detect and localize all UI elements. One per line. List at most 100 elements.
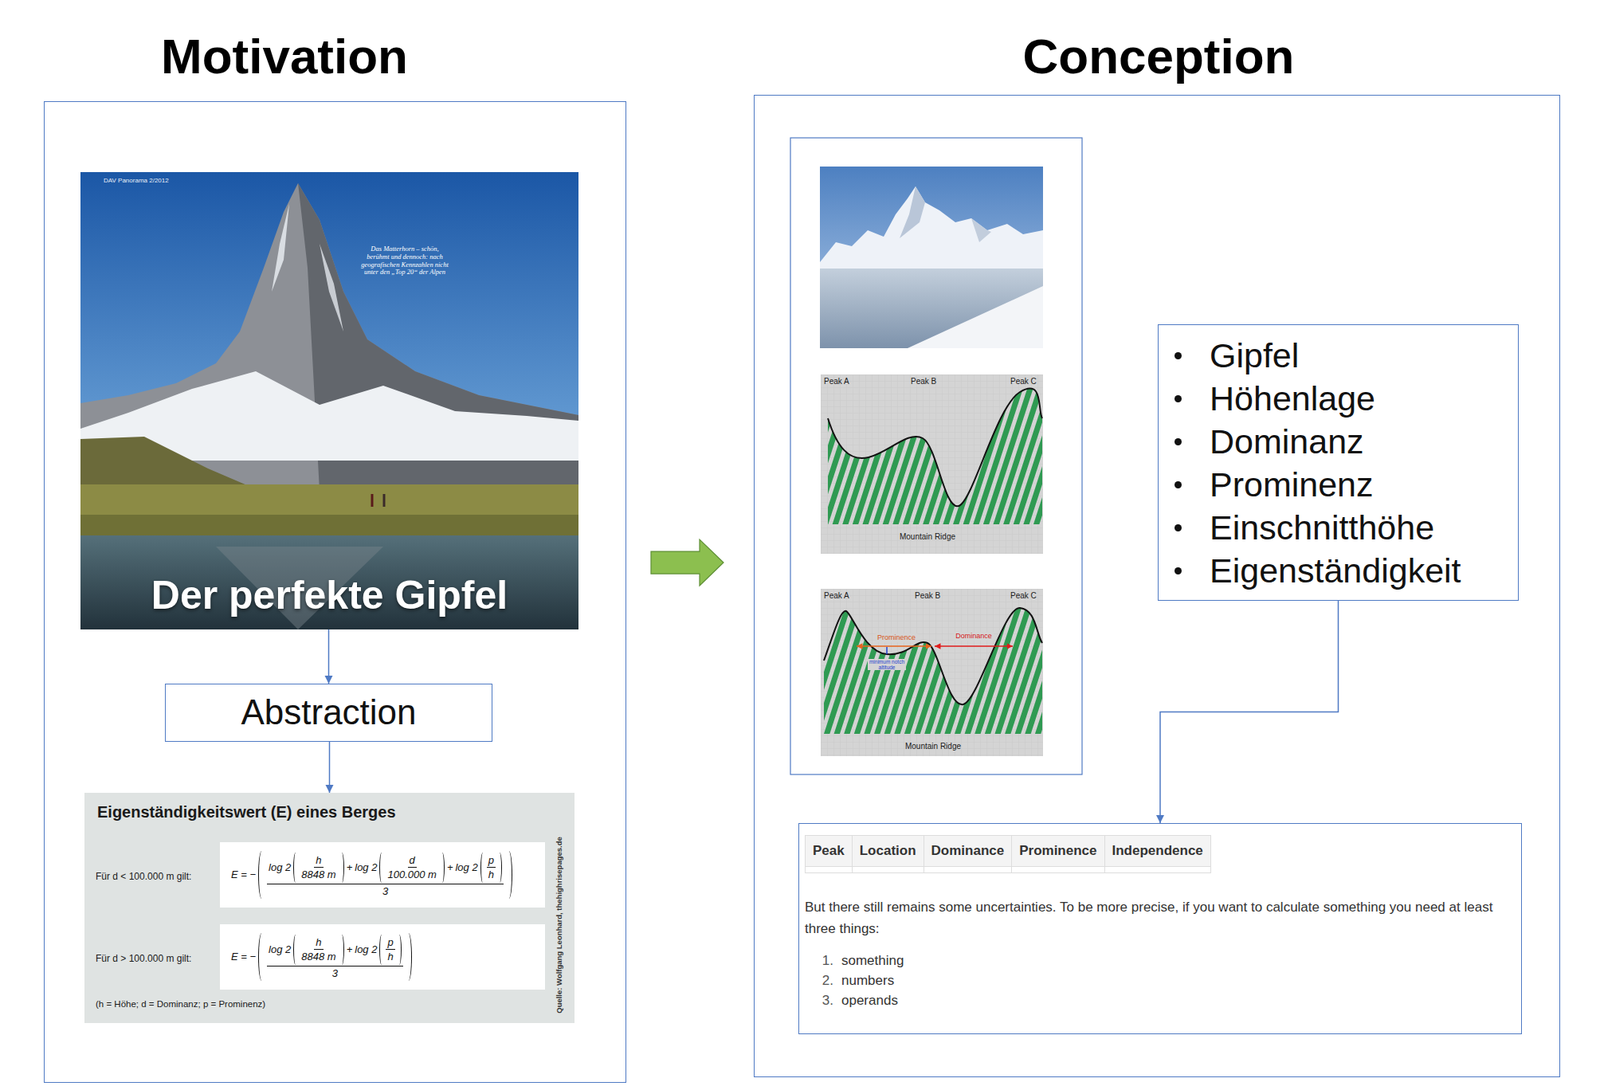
formula-row: E = −log 2h8848 m+log 2ph3 xyxy=(231,933,412,982)
bullet-text: Einschnitthöhe xyxy=(1209,508,1435,547)
bullet-item: Einschnitthöhe xyxy=(1158,505,1518,550)
formula-term: + xyxy=(346,943,353,957)
panel-heading: Motivation xyxy=(160,27,408,87)
denominator: 8848 m xyxy=(299,949,338,964)
matterhorn-photo xyxy=(80,172,579,630)
left-parenthesis xyxy=(293,934,299,965)
left-parenthesis xyxy=(258,850,266,900)
bullet-dot xyxy=(1174,395,1182,403)
formula-term: log 2 xyxy=(268,943,291,957)
parenthesis-group: log 2h8848 m+log 2d100.000 m+log 2ph3 xyxy=(258,850,513,900)
table-column: Dominance xyxy=(923,835,1012,874)
fraction: d100.000 m xyxy=(385,854,438,882)
formula-term: 100.000 m xyxy=(387,868,436,882)
formula-term: log 2 xyxy=(454,861,478,875)
fraction: h8848 m xyxy=(299,936,338,964)
bullet-item: Höhenlage xyxy=(1158,376,1518,420)
grid xyxy=(820,588,1044,757)
condition-label: Für d > 100.000 m gilt: xyxy=(95,952,192,965)
prominence-label: Prominence xyxy=(875,633,918,643)
bullet-item: Dominanz xyxy=(1158,419,1518,463)
meadow xyxy=(80,484,579,536)
ridge-sketch: Peak APeak BPeak CMountain Ridge xyxy=(820,374,1044,554)
fraction-bar: h xyxy=(313,936,323,951)
left-parenthesis xyxy=(379,852,385,883)
grid xyxy=(820,374,1044,554)
bullet-item: Gipfel xyxy=(1158,333,1518,377)
table-empty-cell xyxy=(923,866,1013,874)
table-empty-cell xyxy=(851,866,925,874)
hiker xyxy=(383,494,386,507)
bullet-text: Prominenz xyxy=(1209,465,1374,504)
notch-marker xyxy=(886,647,888,655)
formula-term: log 2 xyxy=(268,861,291,875)
denominator: h xyxy=(486,867,496,882)
fraction-bar: p xyxy=(385,936,395,951)
peak-label: Peak A xyxy=(823,376,850,387)
formula-term: p xyxy=(488,854,495,867)
ridge-sketch-annotated xyxy=(820,588,1044,757)
parenthesis-group: h8848 m xyxy=(293,934,344,965)
left-parenthesis xyxy=(258,933,266,982)
parenthesis-group: ph xyxy=(480,852,502,883)
term-list: GipfelHöhenlageDominanzProminenzEinschni… xyxy=(1157,324,1519,601)
prominence-arrow xyxy=(856,645,932,648)
connector-line xyxy=(328,629,330,684)
parenthesis-content: ph xyxy=(486,852,497,883)
peak-label: Peak A xyxy=(823,591,850,601)
formula-term: 8848 m xyxy=(301,868,336,882)
bullet-dot xyxy=(1174,567,1182,575)
note-paragraph: But there still remains some uncertainti… xyxy=(804,897,1516,940)
peak-label: Peak C xyxy=(1010,376,1037,387)
right-parenthesis xyxy=(505,850,513,900)
image-frame xyxy=(790,137,1083,775)
list-number: 2. xyxy=(817,970,834,991)
ridge-sketch-annotated: Peak APeak BPeak CProminenceDominancemin… xyxy=(820,588,1044,757)
formula-term: + xyxy=(447,861,454,875)
table-column: Independence xyxy=(1104,835,1211,874)
ordered-list: 1.something2.numbers3.operands xyxy=(804,950,1516,1011)
motivation-panel: MotivationDAV Panorama 2/2012Das Matterh… xyxy=(43,101,627,1083)
conception-panel: ConceptionPeak APeak BPeak CMountain Rid… xyxy=(753,94,1561,1078)
formula-term: h xyxy=(387,950,393,964)
condition-label: Für d < 100.000 m gilt: xyxy=(95,870,192,883)
formula-box: E = −log 2h8848 m+log 2d100.000 m+log 2p… xyxy=(219,842,546,908)
formula-term: h xyxy=(315,854,322,867)
notch-label: minimum notch altitude xyxy=(867,658,906,671)
list-item: 3.operands xyxy=(804,990,1516,1011)
symbol-legend: (h = Höhe; d = Dominanz; p = Prominenz) xyxy=(95,999,266,1011)
connector-line xyxy=(1160,600,1339,824)
left-parenthesis xyxy=(293,852,299,883)
hatching xyxy=(827,388,1043,525)
snow-slope xyxy=(907,286,1044,349)
fraction-bar: p xyxy=(486,854,496,869)
paper xyxy=(820,588,1044,757)
fraction-bar: h xyxy=(313,854,323,869)
denominator: 100.000 m xyxy=(385,867,438,882)
denominator: 3 xyxy=(380,884,390,899)
magazine-cover: DAV Panorama 2/2012Das Matterhorn – schö… xyxy=(80,172,579,630)
result-box: PeakLocationDominanceProminenceIndepende… xyxy=(798,823,1522,1035)
snow-photo xyxy=(819,166,1044,349)
table-column: Location xyxy=(851,835,924,874)
bullet-text: Gipfel xyxy=(1209,336,1299,375)
formula-row: log 2h8848 m+log 2d100.000 m+log 2ph xyxy=(268,852,502,883)
table-header-cell: Prominence xyxy=(1011,835,1105,867)
ridge-sketch xyxy=(820,374,1044,554)
data-table: PeakLocationDominanceProminenceIndepende… xyxy=(804,835,1516,874)
block-arrow xyxy=(650,539,724,586)
table-column: Prominence xyxy=(1011,835,1104,874)
list-text: something xyxy=(841,950,904,971)
formula-term: log 2 xyxy=(354,943,377,957)
denominator: 8848 m xyxy=(299,867,338,882)
right-parenthesis xyxy=(404,933,412,982)
formula-term: d xyxy=(409,854,416,867)
ridge-line xyxy=(823,607,1043,705)
sky xyxy=(80,172,579,507)
dominance-arrow xyxy=(934,645,1013,648)
photo-caption: Das Matterhorn – schön, berühmt und denn… xyxy=(360,245,449,277)
parenthesis-content: d100.000 m xyxy=(384,852,439,883)
table-header-cell: Location xyxy=(851,835,925,867)
formula-card: Eigenständigkeitswert (E) eines BergesFü… xyxy=(84,792,575,1024)
formula-term: + xyxy=(346,861,353,875)
